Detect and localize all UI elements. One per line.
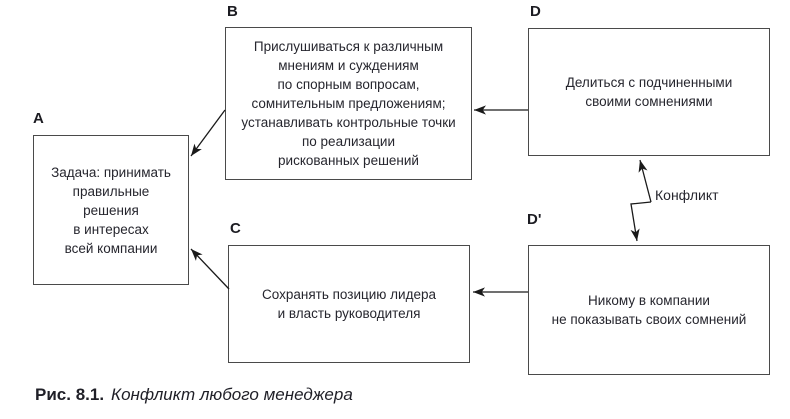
node-d-prime-label: D': [527, 211, 542, 228]
figure-caption: Рис. 8.1. Конфликт любого менеджера: [35, 385, 353, 405]
node-d-text: Делиться с подчиненными своими сомнениям…: [565, 75, 733, 109]
node-a-box: Задача: принимать правильные решения в и…: [33, 135, 189, 285]
node-d-prime-box: Никому в компании не показывать своих со…: [528, 245, 770, 375]
figure-caption-number: Рис. 8.1.: [35, 385, 105, 404]
arrow-b-to-a: [190, 109, 226, 157]
arrow-c-to-a: [190, 248, 230, 290]
node-d-label: D: [530, 3, 541, 20]
node-a-text: Задача: принимать правильные решения в и…: [51, 164, 171, 256]
conflict-zigzag-arrow-down: [630, 201, 652, 242]
figure-caption-title: Конфликт любого менеджера: [111, 385, 353, 404]
node-a-label: A: [33, 110, 44, 127]
node-c-text: Сохранять позицию лидера и власть руково…: [262, 287, 436, 321]
conflict-zigzag-arrow-up: [638, 159, 652, 203]
node-b-text: Прислушиваться к различным мнениям и суж…: [241, 39, 456, 168]
node-b-box: Прислушиваться к различным мнениям и суж…: [225, 27, 472, 180]
node-c-label: C: [230, 220, 241, 237]
conflict-label: Конфликт: [655, 187, 719, 203]
node-d-prime-text: Никому в компании не показывать своих со…: [551, 293, 747, 327]
node-c-box: Сохранять позицию лидера и власть руково…: [228, 245, 470, 363]
node-b-label: B: [227, 3, 238, 20]
node-d-box: Делиться с подчиненными своими сомнениям…: [528, 28, 770, 156]
